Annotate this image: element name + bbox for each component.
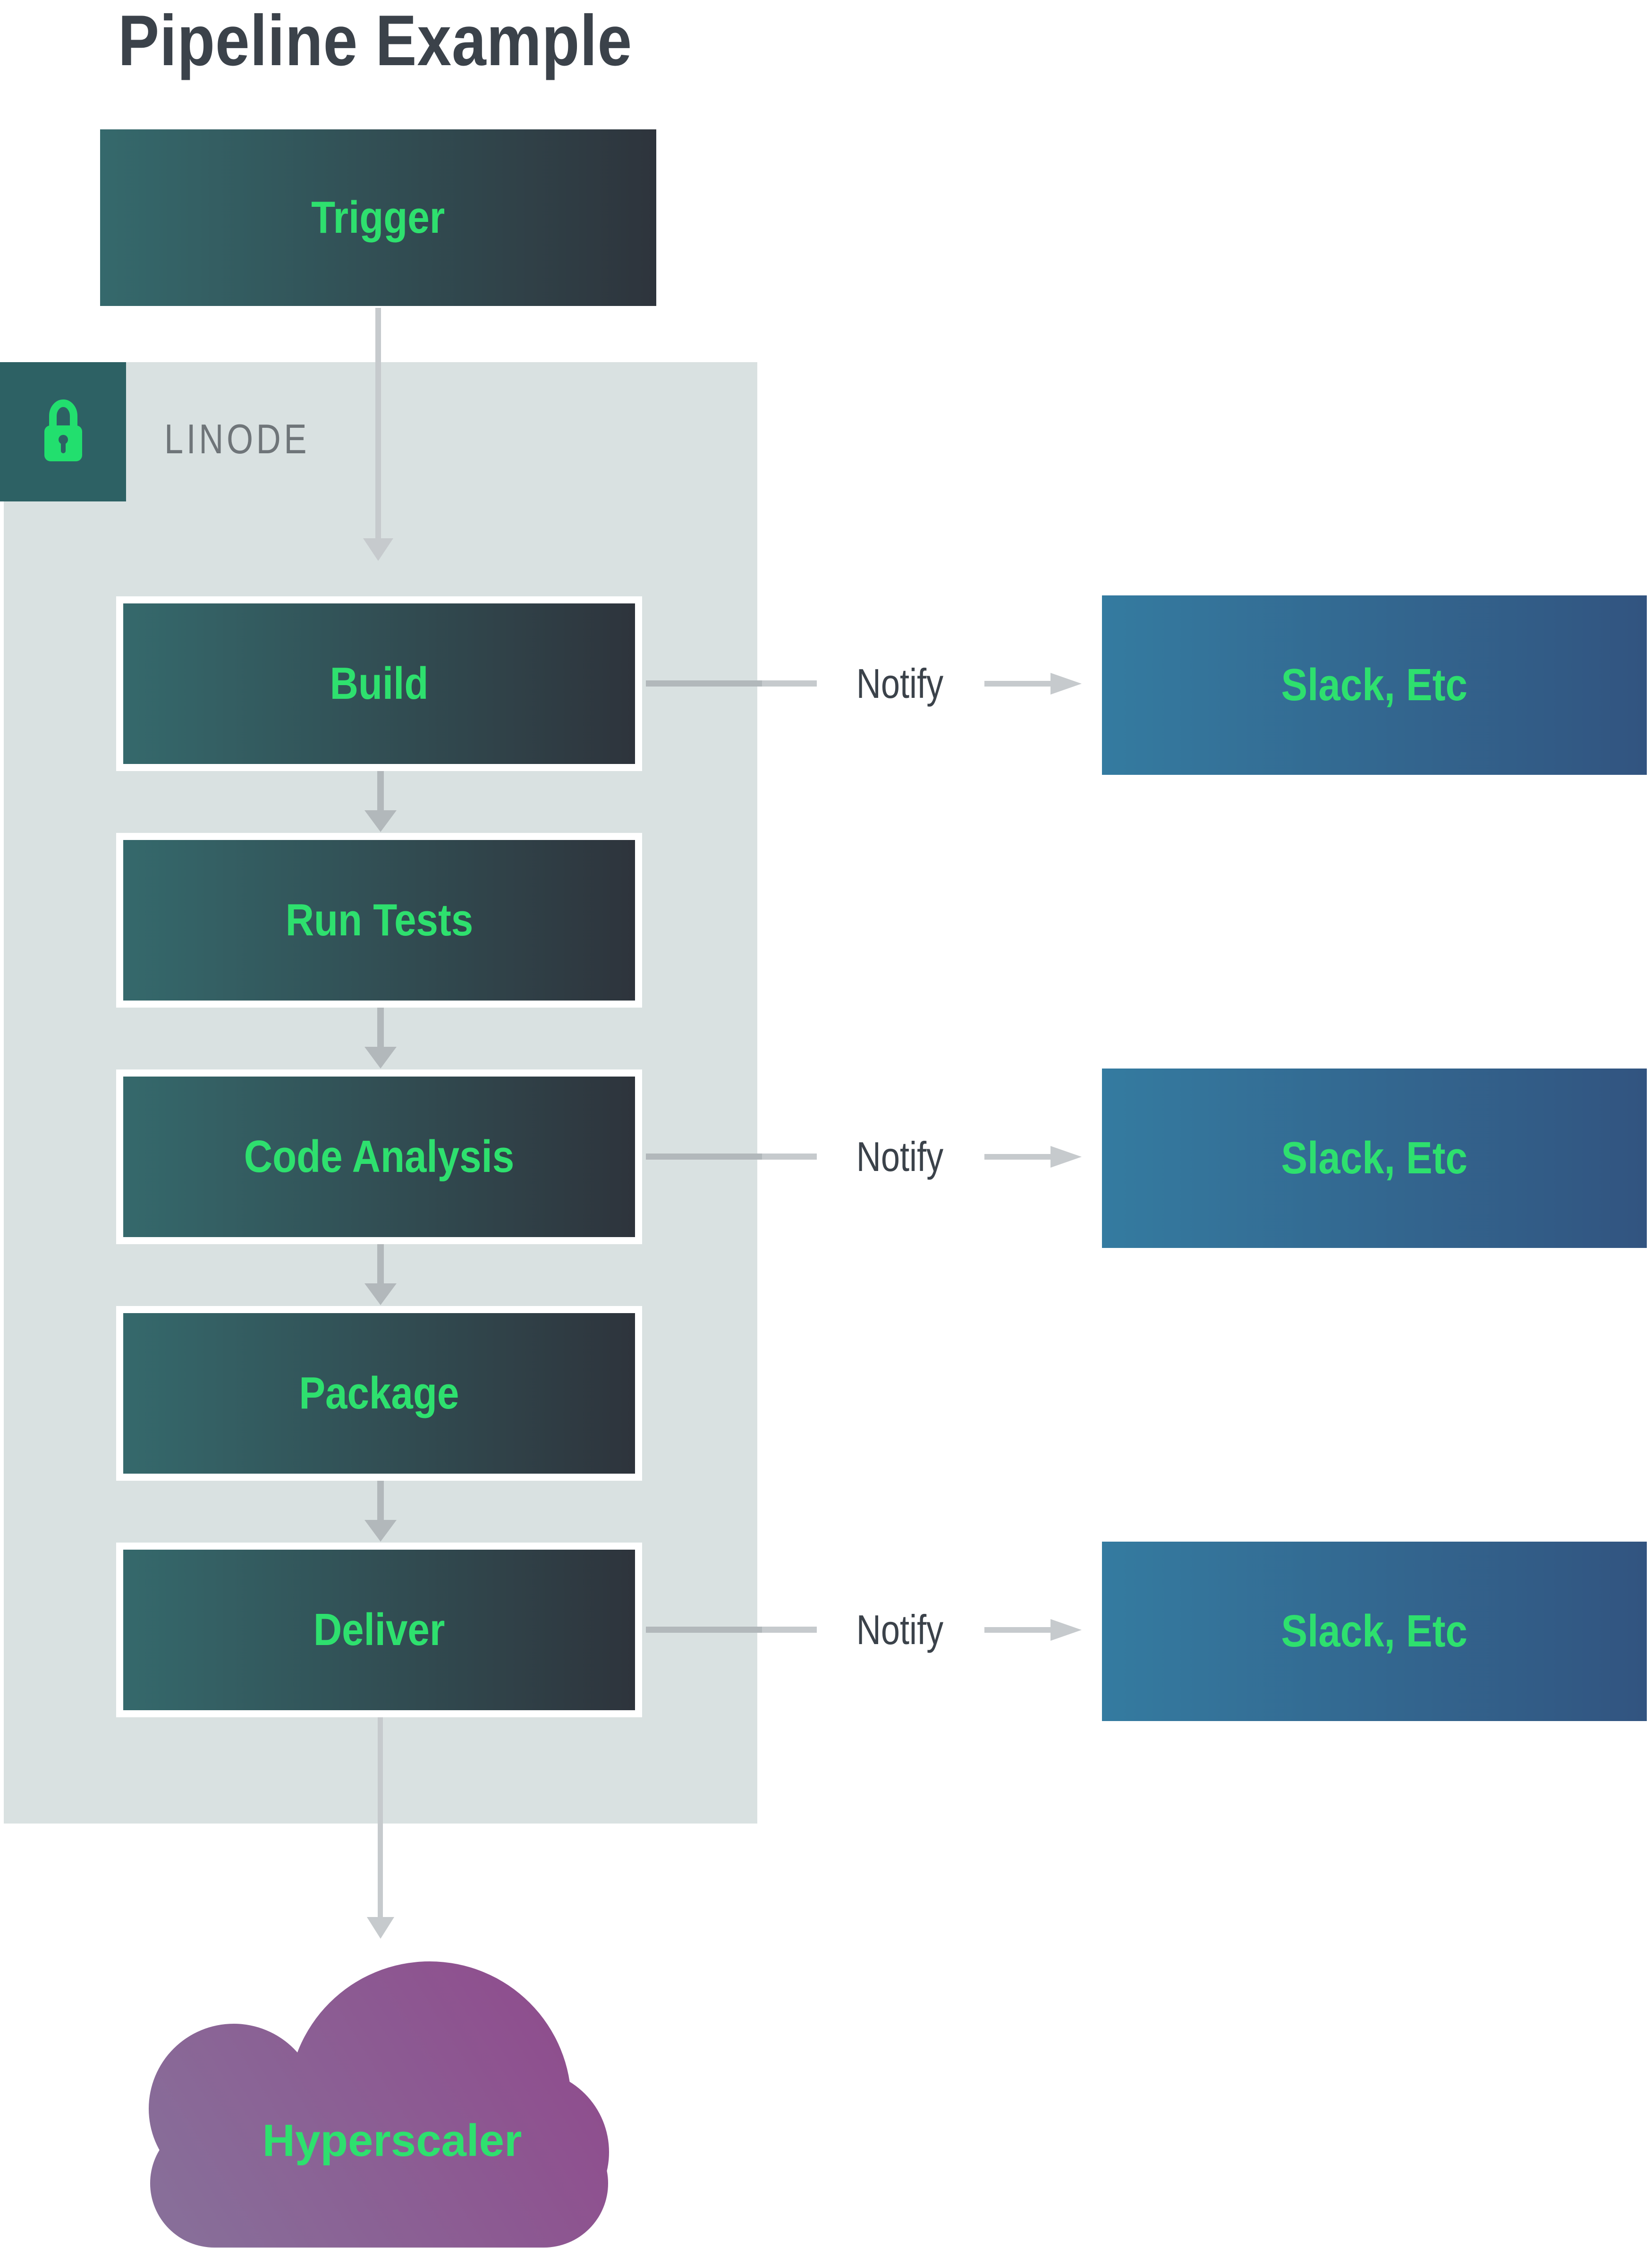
stage-node-body: Code Analysis xyxy=(123,1077,635,1237)
hyperscaler-cloud xyxy=(149,1961,609,2248)
arrow-down-head-icon xyxy=(364,810,397,832)
trigger-node: Trigger xyxy=(100,129,656,306)
arrow-down-icon xyxy=(377,1008,384,1047)
notify-arrow-line xyxy=(984,1627,1051,1633)
arrow-down-icon xyxy=(377,1244,384,1283)
stage-node-4: Deliver xyxy=(116,1543,642,1717)
stage-node-body: Run Tests xyxy=(123,840,635,1001)
trigger-label: Trigger xyxy=(311,192,445,243)
lock-badge xyxy=(0,362,126,501)
arrow-down-head-icon xyxy=(364,1047,397,1069)
stage-node-3: Package xyxy=(116,1306,642,1481)
notify-target-label: Slack, Etc xyxy=(1281,660,1468,710)
stage-node-body: Deliver xyxy=(123,1550,635,1710)
notify-arrow-line xyxy=(984,1154,1051,1160)
notify-target-node: Slack, Etc xyxy=(1102,1542,1647,1721)
page-title: Pipeline Example xyxy=(118,0,633,81)
stage-node-body: Build xyxy=(123,603,635,764)
notify-target-node: Slack, Etc xyxy=(1102,1069,1647,1248)
notify-label: Notify xyxy=(856,1133,944,1180)
stage-label: Run Tests xyxy=(285,895,473,945)
stage-node-1: Run Tests xyxy=(116,833,642,1008)
stage-label: Code Analysis xyxy=(244,1131,515,1182)
destination-label-wrap: Hyperscaler xyxy=(160,2112,625,2169)
arrow-right-icon xyxy=(1051,673,1082,695)
notify-connector-line xyxy=(646,1627,762,1633)
notify-arrow-line xyxy=(984,681,1051,687)
arrow-down-head-icon xyxy=(364,1520,397,1542)
notify-connector-line xyxy=(646,680,762,687)
notify-label: Notify xyxy=(856,1606,944,1653)
stage-label: Build xyxy=(330,658,429,709)
stage-node-0: Build xyxy=(116,596,642,771)
notify-target-label: Slack, Etc xyxy=(1281,1133,1468,1183)
arrow-down-icon xyxy=(377,1481,384,1520)
stage-label: Package xyxy=(299,1368,459,1418)
notify-target-label: Slack, Etc xyxy=(1281,1606,1468,1656)
destination-label: Hyperscaler xyxy=(262,2115,522,2166)
stage-node-body: Package xyxy=(123,1313,635,1474)
stage-node-2: Code Analysis xyxy=(116,1069,642,1244)
notify-connector-line xyxy=(762,1154,817,1160)
provider-label: LINODE xyxy=(164,416,310,462)
lock-icon xyxy=(44,399,82,461)
notify-connector-line xyxy=(762,1627,817,1633)
arrow-right-icon xyxy=(1051,1146,1082,1168)
arrow-down-head-icon xyxy=(364,1283,397,1305)
arrow-right-icon xyxy=(1051,1619,1082,1641)
arrow-down-icon xyxy=(377,771,384,810)
notify-label: Notify xyxy=(856,660,944,707)
stage-label: Deliver xyxy=(313,1604,445,1655)
notify-connector-line xyxy=(646,1154,762,1160)
notify-target-node: Slack, Etc xyxy=(1102,595,1647,775)
notify-connector-line xyxy=(762,680,817,687)
